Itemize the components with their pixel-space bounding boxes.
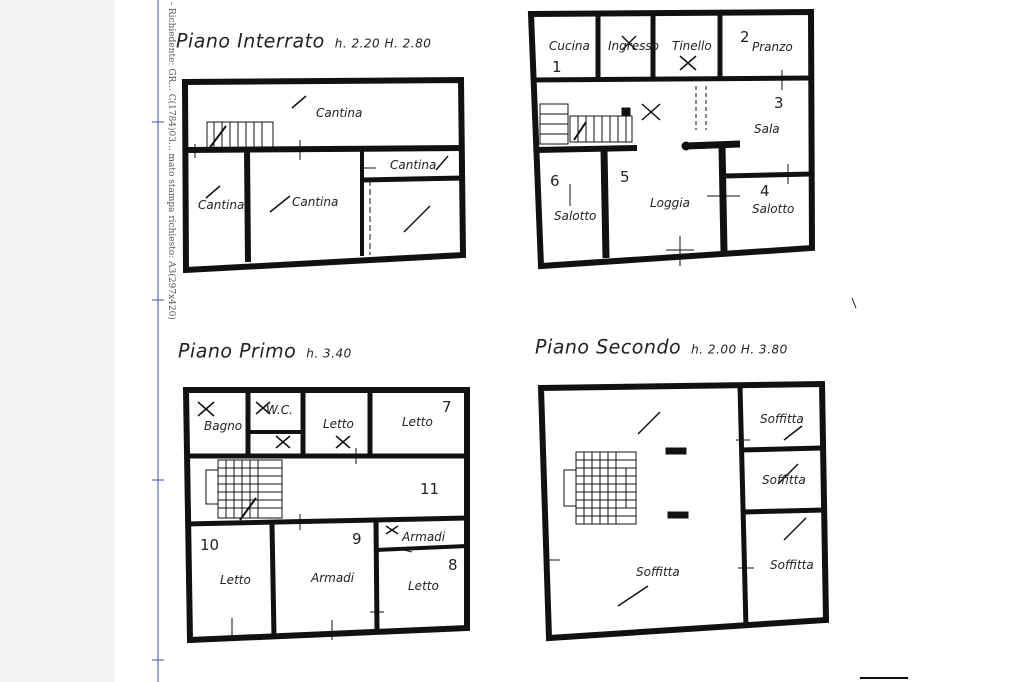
room-label: Letto — [220, 573, 251, 587]
room-label: Tinello — [672, 39, 712, 53]
room-number: 4 — [760, 182, 770, 200]
plan-secondo — [537, 380, 830, 642]
plan-interrato — [181, 76, 467, 274]
room-number: 8 — [448, 556, 458, 574]
room-label: Cantina — [292, 195, 338, 209]
plan-title-secondo-text: Piano Secondo — [535, 335, 682, 359]
room-label: Letto — [408, 579, 439, 593]
room-label: Salotto — [554, 209, 596, 223]
room-number: 7 — [442, 398, 452, 416]
room-number: 5 — [620, 168, 630, 186]
room-label: Pranzo — [752, 40, 793, 54]
room-label: Ingresso — [608, 39, 659, 53]
room-number: 1 — [552, 58, 562, 76]
margin-line — [152, 0, 164, 682]
room-label: Soffitta — [762, 473, 806, 487]
plan-title-interrato-text: Piano Interrato — [176, 29, 325, 53]
room-number: 2 — [740, 28, 750, 46]
room-number: 11 — [420, 480, 439, 498]
room-label: Letto — [323, 417, 354, 431]
room-label: Soffitta — [636, 565, 680, 579]
stray-marks — [851, 297, 908, 679]
room-label: Letto — [402, 415, 433, 429]
room-label: Cantina — [198, 198, 244, 212]
plan-heights-secondo: h. 2.00 H. 3.80 — [691, 341, 788, 357]
drawing-sheet — [115, 0, 1024, 682]
room-number: 9 — [352, 530, 362, 548]
plan-terra — [527, 8, 816, 270]
room-label: Cantina — [316, 106, 362, 120]
room-label: W.C. — [266, 403, 293, 417]
room-label: Cucina — [549, 39, 590, 53]
plan-title-primo: Piano Primo h. 3.40 — [178, 339, 352, 362]
room-label: Armadi — [401, 530, 446, 544]
room-number: 10 — [200, 536, 219, 554]
room-number: 6 — [550, 172, 560, 190]
room-label: Cantina — [390, 158, 436, 172]
plan-primo — [182, 387, 470, 644]
room-label: Bagno — [204, 419, 242, 433]
room-label: Armadi — [310, 571, 355, 585]
plan-title-primo-text: Piano Primo — [178, 339, 297, 363]
plan-heights-interrato: h. 2.20 H. 2.80 — [334, 35, 432, 51]
room-number: 3 — [774, 94, 784, 112]
plan-title-secondo: Piano Secondo h. 2.00 H. 3.80 — [535, 335, 788, 358]
plan-heights-primo: h. 3.40 — [306, 345, 352, 361]
vertical-stamp-text: - Richiedente: GR... C(1784)03... mato s… — [166, 2, 176, 320]
room-label: Loggia — [650, 196, 690, 210]
room-label: Sala — [754, 122, 780, 136]
room-label: Salotto — [752, 202, 794, 216]
room-label: Soffitta — [770, 558, 814, 572]
plan-title-interrato: Piano Interrato h. 2.20 H. 2.80 — [176, 29, 431, 52]
room-label: Soffitta — [760, 412, 804, 426]
